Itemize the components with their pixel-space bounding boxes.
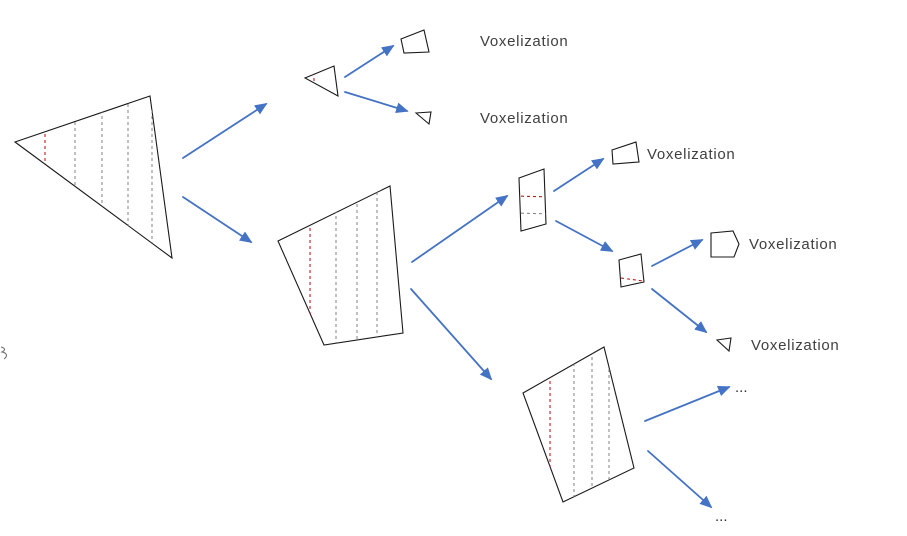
level2-mid-quad — [518, 168, 547, 232]
voxelization-label-4: Voxelization — [749, 236, 837, 253]
arrow-triangle-to-leaf-triangle — [344, 91, 409, 113]
voxelization-label-2: Voxelization — [480, 110, 568, 127]
arrow-smallquad-to-pentagon — [651, 239, 704, 267]
level2-bottom-leaf-triangle — [414, 111, 432, 126]
level3-top-leaf-quad — [611, 141, 640, 165]
level2-top-leaf-quad — [400, 29, 430, 54]
arrow-quad-to-bottom-quad — [410, 288, 493, 381]
interior-dash-red — [620, 277, 644, 282]
arrow-midquad-to-leaf-quad — [553, 158, 605, 192]
arrow-smallquad-to-leaf-triangle — [651, 288, 708, 334]
continuation-ellipsis-top: ... — [735, 379, 748, 396]
level4-top-leaf-pentagon — [710, 230, 740, 258]
level1-bottom-quad — [277, 185, 404, 346]
arrow-triangle-to-leaf-quad — [344, 45, 395, 78]
level1-top-triangle-interior-dashes — [312, 66, 316, 96]
arrow-midquad-to-small-quad — [555, 220, 614, 252]
arrow-bottomquad-to-continuation-bottom — [647, 450, 713, 509]
level3-mid-quad — [618, 253, 645, 288]
arrow-bottomquad-to-continuation-top — [644, 386, 731, 422]
root-triangle — [13, 95, 173, 260]
level3-bottom-quad-interior-dashes — [549, 347, 610, 502]
arrow-quad-to-mid-quad — [411, 194, 509, 263]
continuation-ellipsis-bottom: ... — [715, 508, 728, 525]
voxelization-label-5: Voxelization — [751, 337, 839, 354]
level3-bottom-quad — [522, 346, 635, 503]
voxelization-label-3: Voxelization — [647, 146, 735, 163]
level1-top-triangle — [303, 65, 339, 98]
arrow-root-to-bottom-quad — [182, 196, 253, 243]
root-triangle-interior-dashes — [44, 96, 153, 258]
arrow-root-to-top-triangle — [182, 103, 268, 159]
voxelization-label-1: Voxelization — [480, 33, 568, 50]
level1-bottom-quad-interior-dashes — [309, 186, 378, 345]
left-edge-artifact-mark — [0, 346, 7, 360]
level4-bottom-leaf-triangle — [715, 337, 732, 353]
interior-dash-red — [312, 66, 316, 96]
